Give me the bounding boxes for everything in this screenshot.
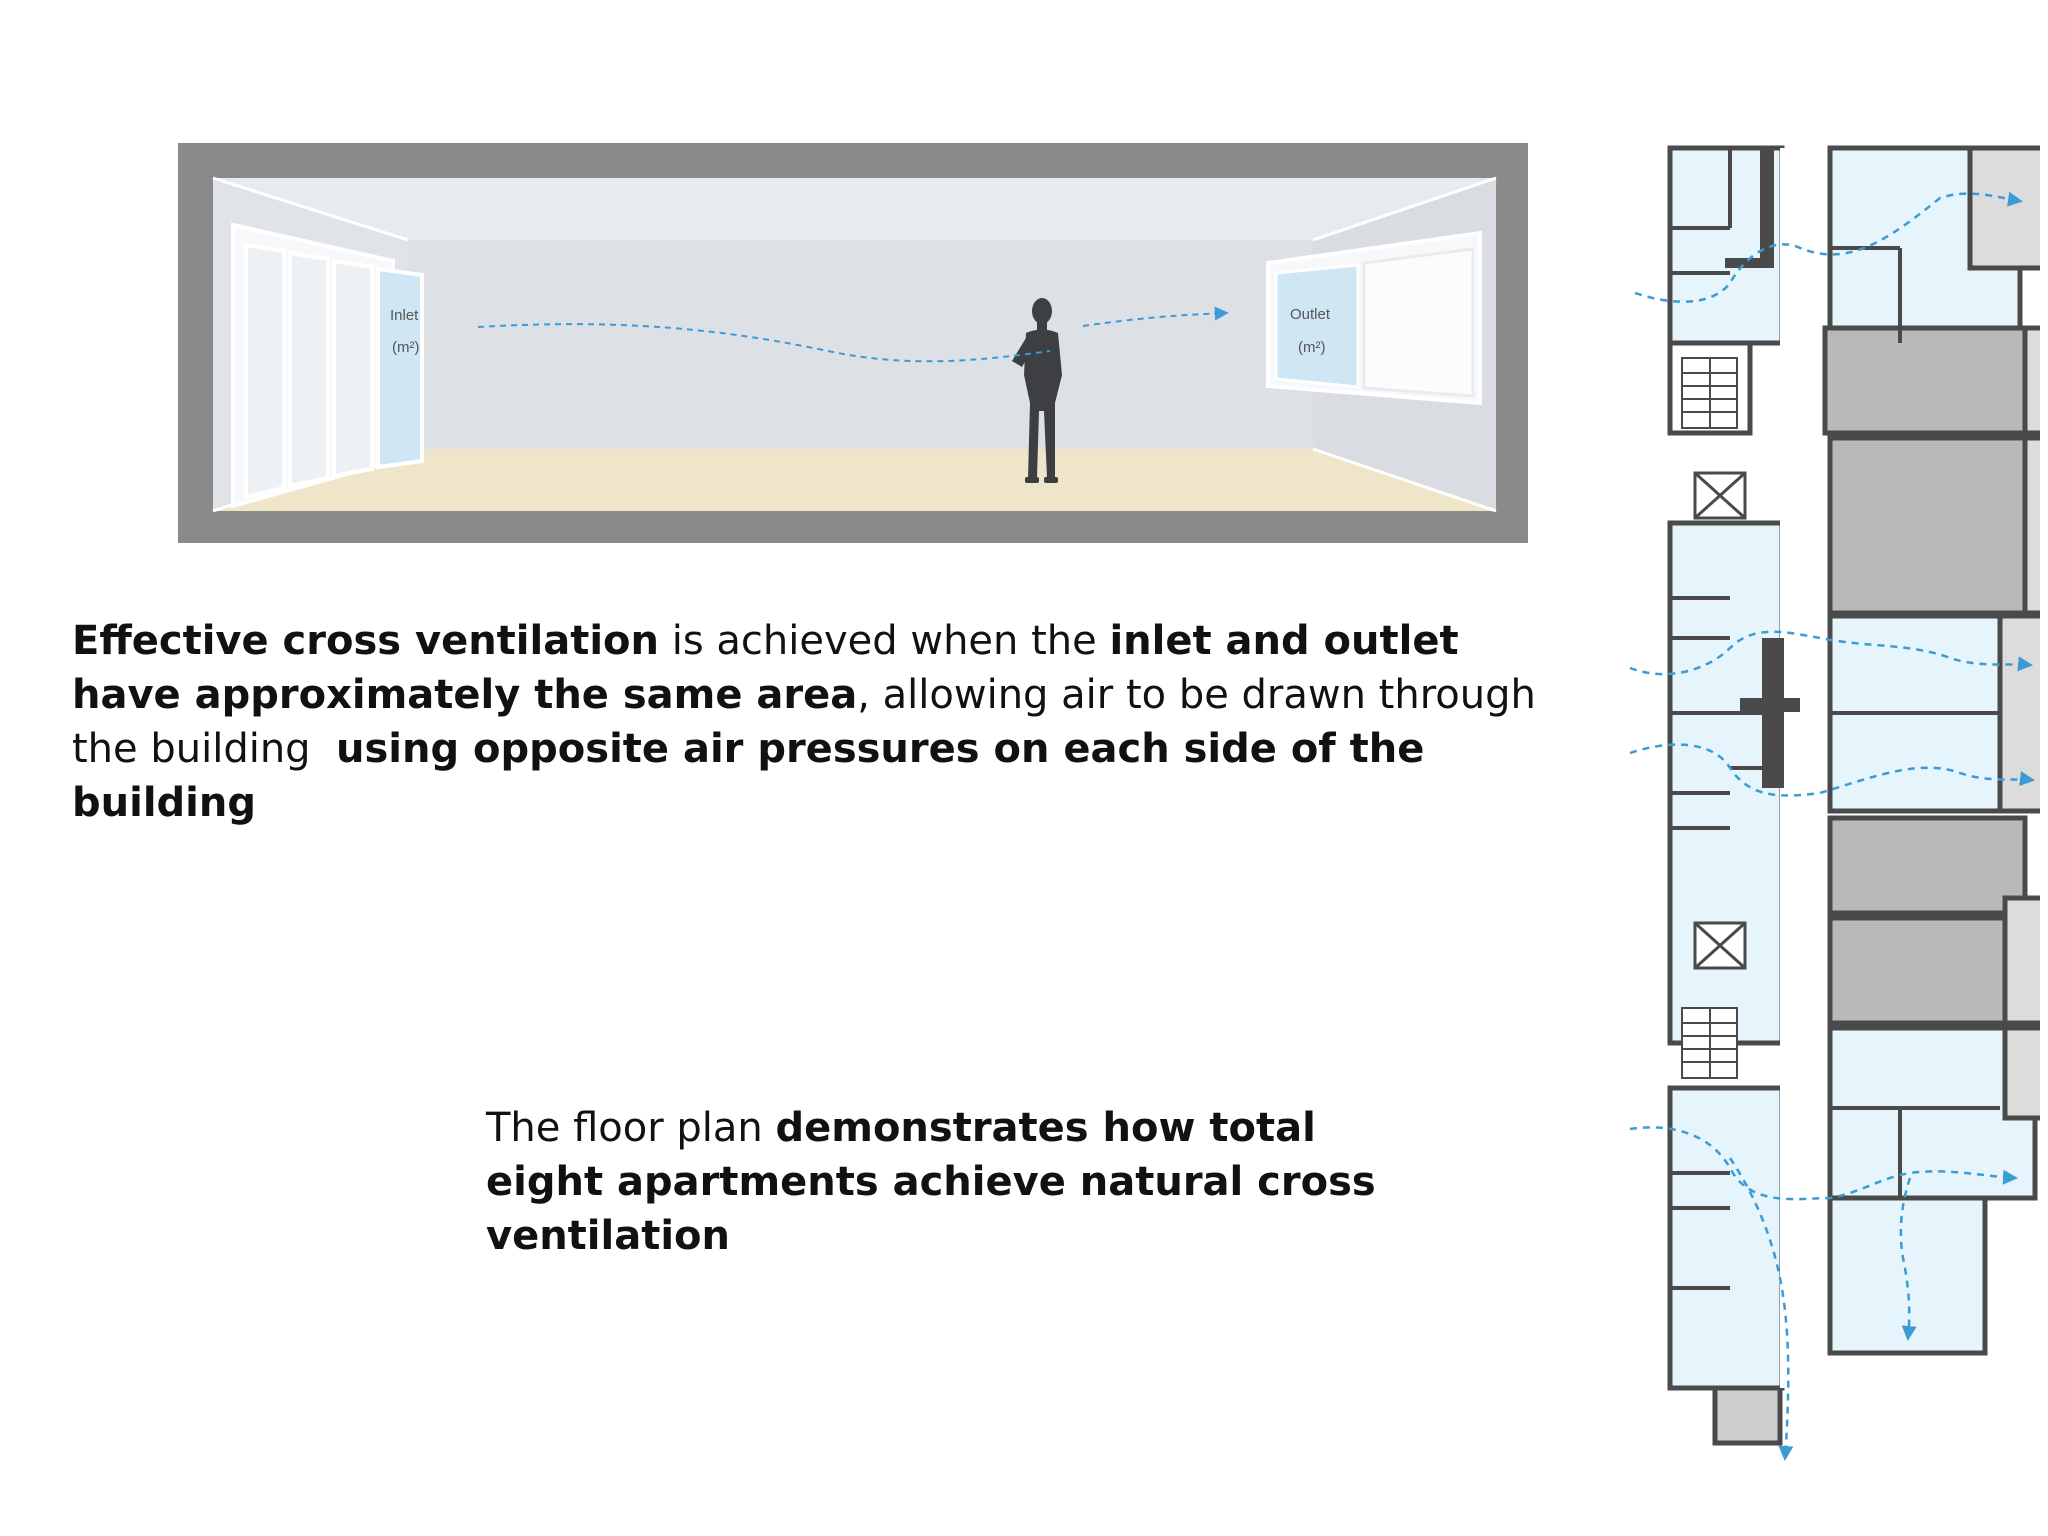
inlet-label: Inlet: [390, 307, 419, 324]
airflow-path-6: [1899, 1177, 1917, 1341]
inlet-unit: (m²): [392, 339, 419, 356]
caption-bold-3: inlet and outlet have approximately the …: [72, 618, 1459, 718]
airflow-arrow: [477, 323, 1051, 363]
floor-plan-caption: The floor plan demonstrates how total ei…: [486, 1101, 1446, 1263]
outlet-window: Outlet (m²): [1266, 230, 1482, 406]
room-cross-ventilation-diagram: Inlet (m²) Outlet (m²): [178, 143, 1528, 543]
airflow-path-5: [1728, 1157, 1794, 1461]
airflow-path-3: [1629, 743, 2035, 797]
stair-south: [1681, 1007, 1738, 1079]
floor-plan-diagram: [1629, 145, 2040, 1461]
airflow-path-4: [1629, 1126, 2018, 1201]
elevator-north: [1693, 471, 1747, 520]
inlet-door: Inlet (m²): [231, 222, 424, 509]
airflow-path-2: [1629, 630, 2033, 676]
cross-ventilation-caption: Effective cross ventilation is achieved …: [72, 614, 1572, 830]
airflow-path-1: [1634, 191, 2023, 303]
outlet-label: Outlet: [1290, 306, 1331, 323]
caption-text-2: is achieved when the: [659, 618, 1110, 664]
stair-north: [1681, 357, 1738, 429]
outlet-unit: (m²): [1298, 339, 1325, 356]
caption-text-4: , allowing air to be drawn through the b…: [72, 672, 1549, 772]
caption-plan-text-1: The floor plan: [486, 1105, 776, 1151]
person-silhouette: [1012, 298, 1062, 483]
elevator-south: [1693, 921, 1747, 970]
caption-plan-bold-2: demonstrates how total eight apartments …: [486, 1105, 1376, 1259]
caption-bold-1: Effective cross ventilation: [72, 618, 659, 664]
caption-bold-5: using opposite air pressures on each sid…: [72, 726, 1425, 826]
